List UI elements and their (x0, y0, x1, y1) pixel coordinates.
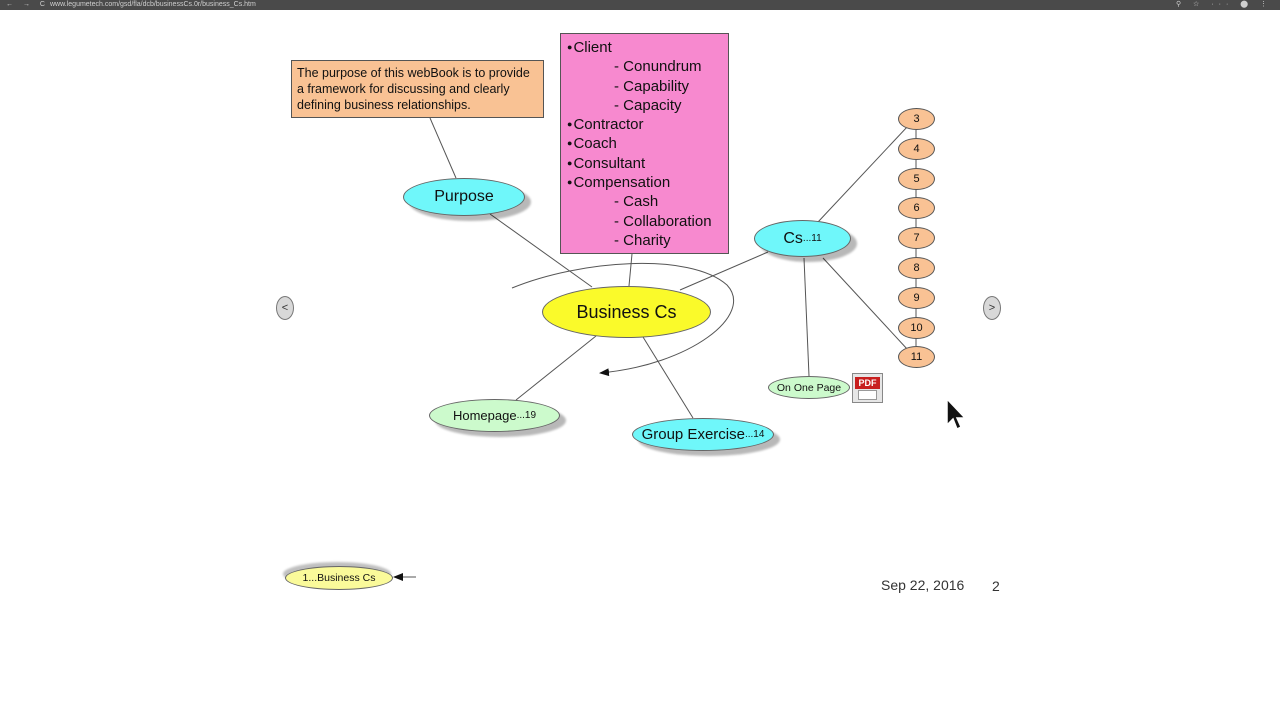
link-purpose-business (489, 213, 593, 288)
node-cs[interactable]: Cs...11 (754, 220, 851, 257)
node-on-one-page-label: On One Page (776, 381, 842, 394)
topic-item: Cash (567, 192, 722, 211)
link-cs-11 (822, 257, 909, 351)
page-link-8[interactable]: 8 (898, 257, 935, 279)
link-business-cs (679, 251, 769, 291)
prev-page-button[interactable]: < (276, 296, 294, 320)
pdf-badge: PDF (855, 377, 880, 389)
node-group-exercise-label: Group Exercise (641, 426, 745, 443)
node-business-cs[interactable]: Business Cs (542, 286, 711, 338)
breadcrumb-label: 1...Business Cs (302, 572, 376, 584)
cycle-arrow (511, 262, 734, 377)
topic-item: Compensation (567, 173, 722, 192)
page-link-10[interactable]: 10 (898, 316, 935, 339)
page-link-3[interactable]: 3 (898, 108, 935, 130)
page-link-4[interactable]: 4 (898, 137, 935, 160)
link-topics-business (628, 253, 633, 287)
pdf-icon[interactable]: PDF (852, 373, 883, 403)
browser-extension-icons[interactable]: ⚲ ☆ ··· ⬤ ⋮ (1175, 1, 1272, 8)
mouse-cursor-icon (946, 398, 967, 431)
node-on-one-page[interactable]: On One Page (768, 376, 850, 399)
footer-date: Sep 22, 2016 (881, 577, 965, 593)
link-cs-3 (817, 125, 909, 223)
page-link-5[interactable]: 5 (898, 167, 935, 190)
topic-item: Client (567, 38, 722, 57)
topic-item: Conundrum (567, 57, 722, 76)
node-homepage-label: Homepage (452, 408, 517, 423)
topic-item: Consultant (567, 154, 722, 173)
node-business-cs-label: Business Cs (576, 301, 677, 322)
page-link-7[interactable]: 7 (898, 227, 935, 250)
node-homepage[interactable]: Homepage...19 (429, 399, 560, 432)
footer-page-number: 2 (992, 578, 1000, 594)
topic-item: Capability (567, 77, 722, 96)
browser-toolbar: ← → C www.legumetech.com/gsd/fla/dcb/bus… (0, 0, 1280, 10)
pdf-page-shape (858, 390, 877, 400)
topic-item: Capacity (567, 96, 722, 115)
link-cs-onepage (803, 257, 810, 377)
topic-item: Contractor (567, 115, 722, 134)
page-link-9[interactable]: 9 (898, 286, 935, 309)
node-homepage-count: ...19 (516, 410, 537, 421)
purpose-note: The purpose of this webBook is to provid… (291, 60, 544, 118)
link-business-home (515, 335, 597, 401)
topic-item: Charity (567, 231, 722, 250)
address-bar[interactable]: www.legumetech.com/gsd/fla/dcb/businessC… (50, 1, 256, 8)
topic-item: Collaboration (567, 212, 722, 231)
node-purpose[interactable]: Purpose (403, 178, 525, 216)
page-link-11[interactable]: 11 (898, 346, 935, 369)
node-group-exercise[interactable]: Group Exercise...14 (632, 418, 774, 451)
next-page-button[interactable]: > (983, 296, 1001, 320)
node-cs-count: ...11 (802, 233, 822, 244)
browser-nav-buttons[interactable]: ← → C (6, 1, 49, 8)
link-business-group (642, 336, 694, 419)
breadcrumb-business-cs[interactable]: 1...Business Cs (285, 566, 393, 590)
link-note-purpose (429, 117, 457, 179)
page-link-6[interactable]: 6 (898, 197, 935, 220)
node-group-exercise-count: ...14 (744, 429, 765, 440)
topics-list: ClientConundrumCapabilityCapacityContrac… (560, 33, 729, 254)
node-cs-label: Cs (783, 229, 803, 247)
topic-item: Coach (567, 134, 722, 153)
node-purpose-label: Purpose (434, 188, 494, 205)
